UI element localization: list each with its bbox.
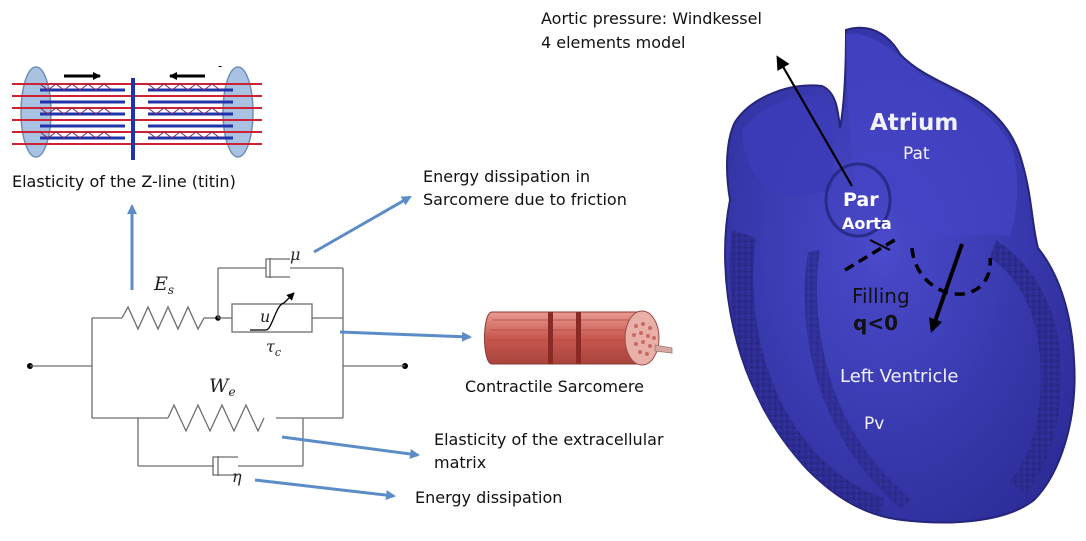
symbol-eta: η (232, 467, 242, 486)
label-friction-2: Sarcomere due to friction (423, 190, 627, 209)
heart-label-filling: Filling (852, 284, 910, 308)
annotation-arrows (127, 195, 472, 501)
heart-label-par: Par (843, 189, 879, 211)
heart-model (724, 26, 1076, 524)
label-ecm-2: matrix (434, 453, 486, 472)
heart-label-pv: Pv (864, 414, 884, 434)
label-zline: Elasticity of the Z-line (titin) (12, 172, 236, 191)
damper-mu (265, 258, 290, 278)
heart-label-pat: Pat (903, 144, 930, 164)
spring-We (167, 403, 265, 433)
heart-label-q: q<0 (853, 311, 898, 335)
spring-Es (121, 305, 205, 331)
svg-text:-: - (218, 59, 222, 73)
heart-label-atrium: Atrium (870, 110, 958, 136)
symbol-We: We (209, 375, 236, 399)
circuit-diagram (27, 258, 408, 476)
heart-label-aorta: Aorta (842, 214, 892, 233)
label-contractile: Contractile Sarcomere (465, 377, 644, 396)
label-friction-1: Energy dissipation in (423, 167, 590, 186)
symbol-Es: Es (153, 273, 174, 297)
damper-eta (212, 456, 238, 476)
symbol-tau: τc (266, 337, 281, 359)
label-dissipation: Energy dissipation (415, 488, 562, 507)
contractile-element (231, 303, 313, 333)
titin-illustration: - (12, 59, 262, 160)
symbol-u: u (260, 307, 270, 326)
label-windkessel-1: Aortic pressure: Windkessel (541, 9, 762, 28)
label-ecm-1: Elasticity of the extracellular (434, 430, 664, 449)
heart-label-lv: Left Ventricle (840, 366, 958, 387)
muscle-fiber-illustration (484, 310, 673, 366)
label-windkessel-2: 4 elements model (541, 33, 685, 52)
symbol-mu: μ (290, 245, 300, 264)
